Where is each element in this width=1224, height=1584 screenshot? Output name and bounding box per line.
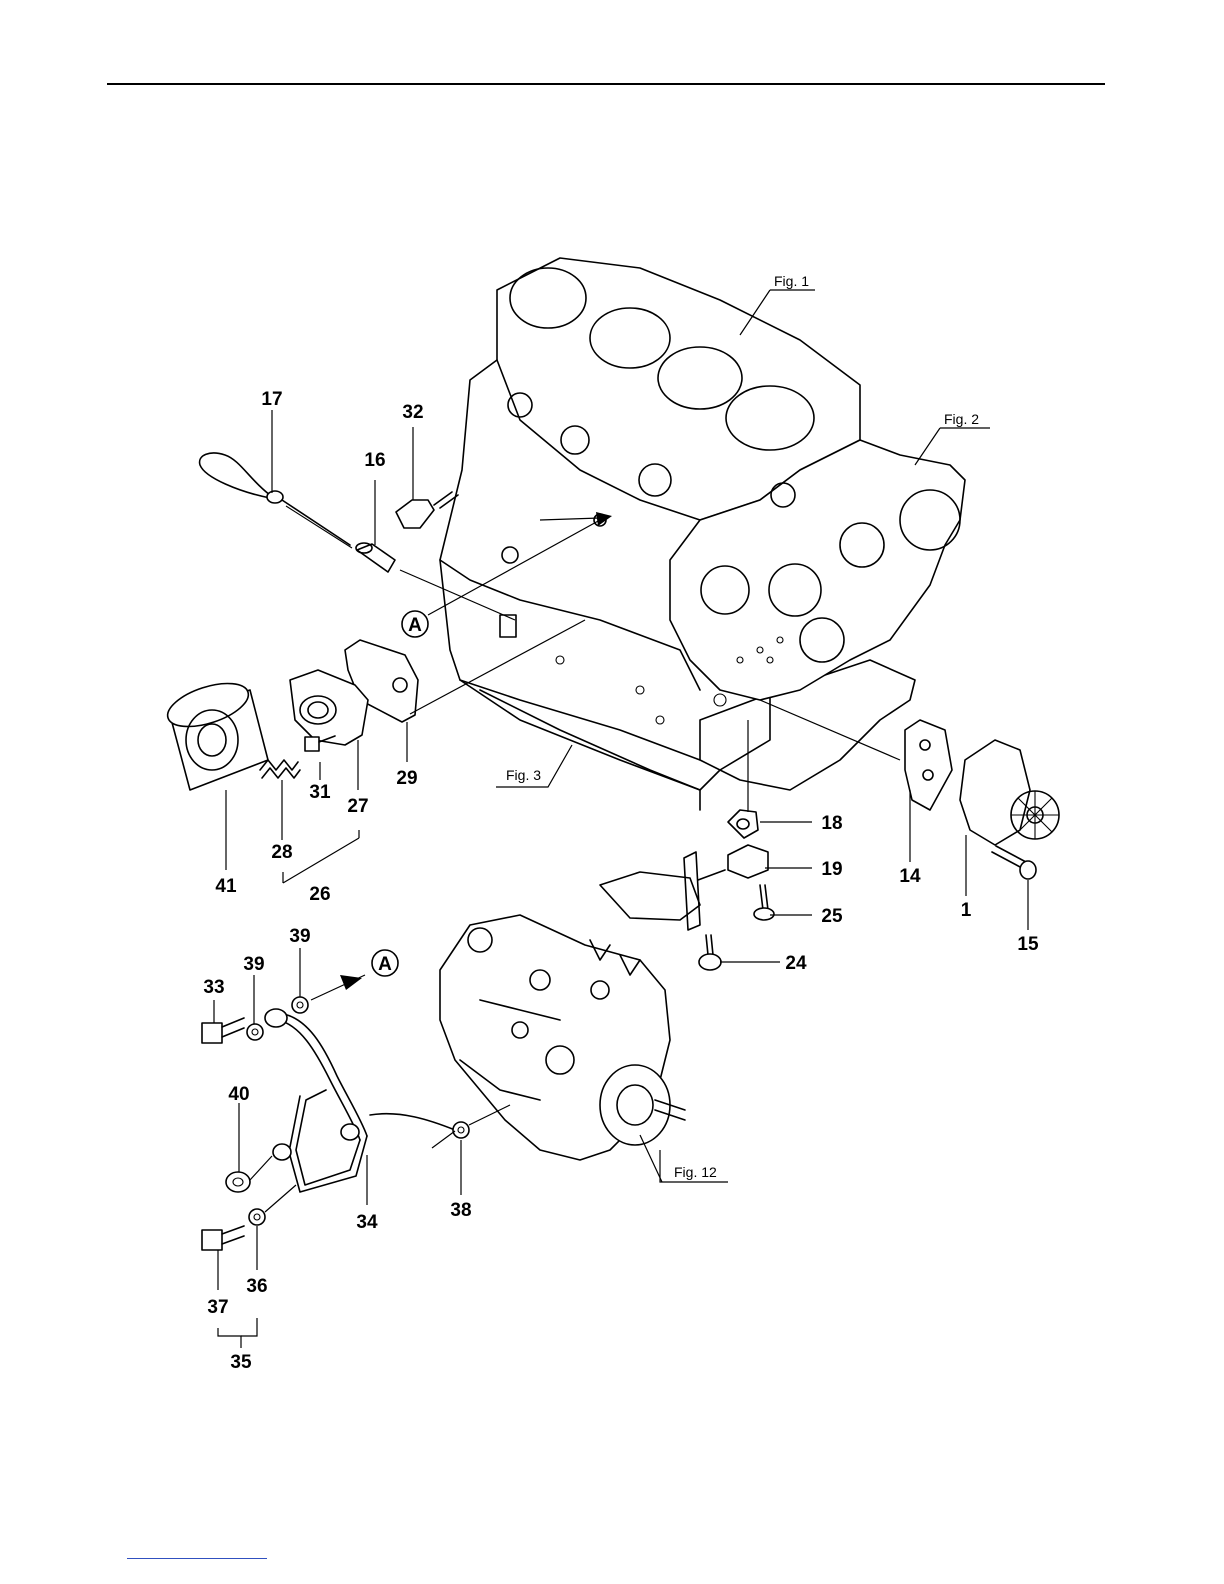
- part-label-17: 17: [261, 389, 282, 410]
- callout-a-upper: A: [408, 615, 422, 636]
- part-label-15: 15: [1017, 934, 1039, 955]
- fig-ref-2: Fig. 2: [944, 411, 979, 427]
- washer-39-left: [247, 1024, 263, 1040]
- part-label-35: 35: [230, 1352, 252, 1373]
- part-label-39-right: 39: [289, 926, 310, 947]
- oil-filter: [162, 675, 268, 790]
- part-label-26: 26: [309, 884, 330, 905]
- bolt-24: [699, 935, 721, 970]
- bolt-37: [202, 1226, 244, 1250]
- bolt-15: [992, 846, 1036, 879]
- dipstick: [200, 453, 352, 548]
- washer-38: [453, 1122, 469, 1138]
- relief-spring: [260, 760, 300, 778]
- part-label-31: 31: [309, 782, 331, 803]
- part-label-24: 24: [785, 953, 807, 974]
- nut-40: [226, 1172, 250, 1192]
- fuel-injection-pump: [440, 915, 685, 1160]
- part-label-19: 19: [821, 859, 842, 880]
- part-label-27: 27: [347, 796, 368, 817]
- dipstick-guide: [356, 543, 395, 572]
- fig-ref-1: Fig. 1: [774, 273, 809, 289]
- washer-39-right: [292, 997, 308, 1013]
- part-label-18: 18: [821, 813, 842, 834]
- arrow-a-upper: [540, 518, 600, 520]
- part-label-39-left: 39: [243, 954, 264, 975]
- part-label-25: 25: [821, 906, 843, 927]
- part-label-37: 37: [207, 1297, 228, 1318]
- washer-36: [249, 1209, 265, 1225]
- part-label-14: 14: [899, 866, 921, 887]
- oil-strainer: [600, 845, 768, 930]
- part-label-34: 34: [356, 1212, 378, 1233]
- part-label-38: 38: [450, 1200, 471, 1221]
- oil-pipe: [265, 1009, 455, 1192]
- part-label-41: 41: [215, 876, 237, 897]
- part-label-32: 32: [402, 402, 423, 423]
- fig-ref-12: Fig. 12: [674, 1164, 717, 1180]
- oil-pump-gasket: [905, 720, 952, 810]
- part-label-29: 29: [396, 768, 417, 789]
- bolt-33: [202, 1018, 244, 1043]
- part-label-36: 36: [246, 1276, 267, 1297]
- part-label-40: 40: [228, 1084, 249, 1105]
- footer-rule: [127, 1558, 267, 1559]
- part-label-16: 16: [364, 450, 385, 471]
- part-label-33: 33: [203, 977, 224, 998]
- arrow-a-lower-head: [340, 975, 362, 990]
- part-label-1: 1: [961, 900, 972, 921]
- fig-ref-3: Fig. 3: [506, 767, 541, 783]
- strainer-gasket: [728, 810, 758, 838]
- callout-a-lower: A: [378, 954, 392, 975]
- oil-pump: [960, 740, 1059, 845]
- part-label-28: 28: [271, 842, 292, 863]
